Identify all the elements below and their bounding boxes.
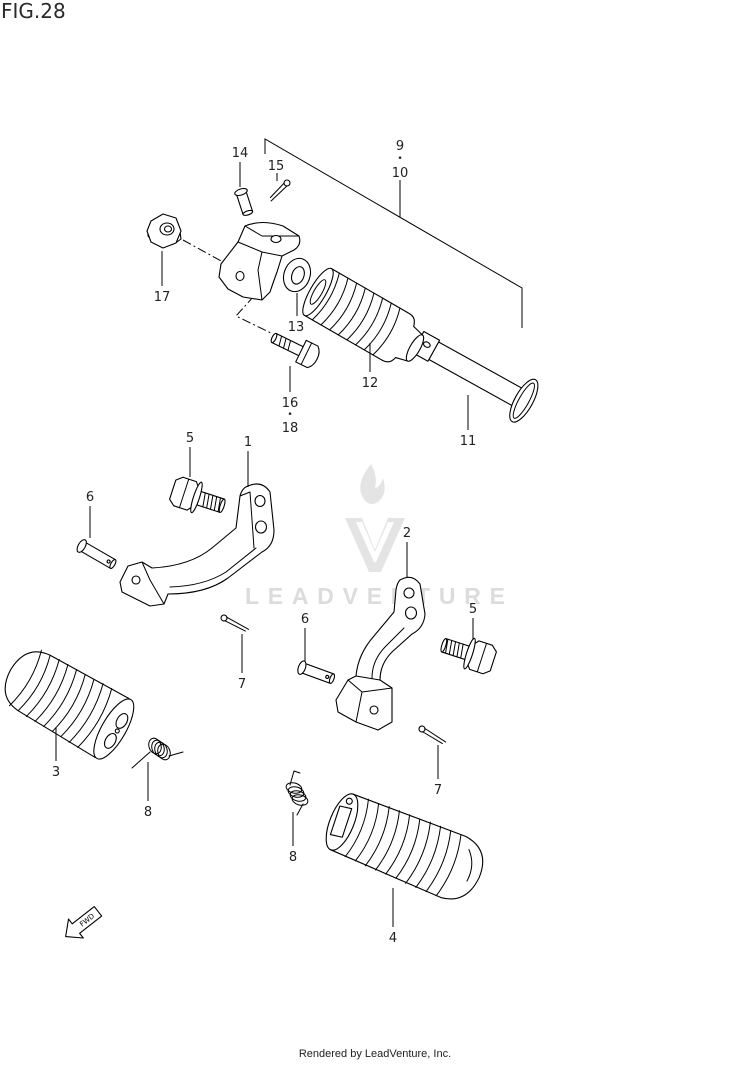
part-13-washer <box>282 257 312 293</box>
callout-8-left[interactable]: 8 <box>144 805 152 820</box>
callout-3[interactable]: 3 <box>52 765 60 780</box>
callout-8-right[interactable]: 8 <box>289 850 297 865</box>
part-6-pin-right <box>297 660 336 684</box>
callout-5-upper[interactable]: 5 <box>186 431 194 446</box>
part-9-10-holder-bracket <box>218 221 301 301</box>
callout-15[interactable]: 15 <box>268 159 285 174</box>
watermark-v-icon <box>345 518 405 572</box>
part-7-cotter-pin-right <box>418 725 447 745</box>
part-12-rubber-grip <box>302 267 425 363</box>
part-4-footpeg-rubber <box>325 793 484 900</box>
guide-line-holder-to-bolt <box>235 295 272 334</box>
watermark-flame-icon <box>360 464 385 504</box>
part-1-bracket <box>119 483 275 607</box>
part-15-cotter-pin <box>269 179 291 202</box>
callout-9[interactable]: 9 <box>396 139 404 154</box>
footer-credit: Rendered by LeadVenture, Inc. <box>298 1048 452 1060</box>
watermark-text: LEADVENTURE <box>245 583 505 609</box>
callout-6-right[interactable]: 6 <box>301 612 309 627</box>
callout-16[interactable]: 16 <box>282 396 299 411</box>
part-3-footpeg-rubber <box>4 649 135 760</box>
part-5-bolt-lower <box>440 637 497 675</box>
callout-bullet-16-18: • <box>287 410 292 420</box>
callout-6-left[interactable]: 6 <box>86 490 94 505</box>
callout-10[interactable]: 10 <box>392 166 409 181</box>
callout-7-right[interactable]: 7 <box>434 783 442 798</box>
part-5-bolt-upper <box>169 476 226 514</box>
part-8-spring-right <box>285 770 309 816</box>
fwd-arrow-icon: FWD <box>65 906 103 939</box>
callout-4[interactable]: 4 <box>389 931 397 946</box>
callout-5-lower[interactable]: 5 <box>469 602 477 617</box>
callout-18[interactable]: 18 <box>282 421 299 436</box>
part-8-spring-left <box>131 737 184 769</box>
callout-labels: 14 15 9 • 10 17 13 12 16 • 18 11 5 1 6 2… <box>52 139 477 946</box>
callout-bullet-9-10: • <box>397 154 402 164</box>
leader-lines <box>55 162 474 927</box>
callout-2[interactable]: 2 <box>403 526 411 541</box>
callout-7-left[interactable]: 7 <box>238 677 246 692</box>
callout-17[interactable]: 17 <box>154 290 171 305</box>
part-6-pin-left <box>76 539 117 569</box>
part-14-pin <box>234 187 254 216</box>
callout-12[interactable]: 12 <box>362 376 379 391</box>
callout-13[interactable]: 13 <box>288 320 305 335</box>
figure-title: FIG.28 <box>1 0 66 23</box>
watermark-logo: LEADVENTURE <box>245 464 505 609</box>
callout-14[interactable]: 14 <box>232 146 249 161</box>
part-17-nut <box>146 213 182 249</box>
part-7-cotter-pin-left <box>220 614 250 632</box>
callout-1[interactable]: 1 <box>244 435 252 450</box>
guide-line-nut-to-holder <box>182 239 224 263</box>
assembly-bracket-line-9-10 <box>264 138 523 328</box>
part-16-bolt <box>270 332 320 369</box>
part-11-shaft <box>411 330 539 423</box>
part-2-bracket <box>335 576 426 731</box>
callout-11[interactable]: 11 <box>460 434 477 449</box>
